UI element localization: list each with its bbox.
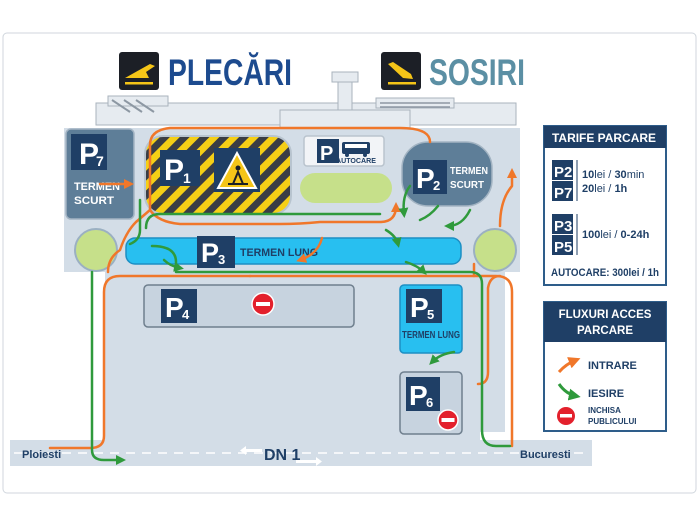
bus-code: P [320,143,333,165]
roundabout-east [473,228,517,272]
parking-p7[interactable]: P 7 TERMEN SCURT [65,128,135,220]
p5-sign [406,289,442,323]
p4-code: P [165,292,184,323]
city-ploiesti: Ploiesti [22,449,61,461]
p3-code: P [201,238,219,268]
p5-code: P [410,292,429,323]
road-name: DN 1 [264,447,301,464]
tariff-p2-badge [552,160,573,180]
bus-sign [317,139,339,163]
tariff-p3-code: P3 [554,218,572,235]
tariff-title: TARIFE PARCARE [552,133,656,145]
arrivals-heading: SOSIRI [381,52,525,93]
parking-p2[interactable]: P 2 TERMEN SCURT [401,141,493,207]
p2-label-line1: TERMEN [450,166,488,177]
no-entry-icon [437,409,459,431]
p2-label-line2: SCURT [450,180,484,191]
legend-closed-1: INCHISA [588,406,621,415]
direction-arrows [240,446,322,466]
roundabout-west [74,228,118,272]
p7-label-line2: SCURT [74,195,114,207]
parking-p1[interactable]: P 1 [144,135,292,215]
tariff-panel: TARIFE PARCARE P2 P7 10lei / 30min 20lei… [543,125,667,286]
tariff-line1: 10lei / 30min [582,169,644,181]
p2-sign [413,160,447,194]
p6-number: 6 [426,395,433,410]
departures-title: PLECĂRI [168,52,292,93]
p4-number: 4 [182,307,190,322]
exit-flow-paths [90,184,512,465]
departures-heading: PLECĂRI [119,52,292,93]
city-bucuresti: Bucuresti [520,449,571,461]
flow-legend-title-1: FLUXURI ACCES [559,309,652,321]
tariff-p5-code: P5 [554,239,572,256]
tariff-p7-badge [552,181,573,201]
bus-label: AUTOCARE [336,156,376,165]
p2-number: 2 [433,178,440,193]
building-detail-2 [380,102,450,108]
p7-code: P [79,138,99,171]
tariff-p5-badge [552,235,573,255]
building-detail [111,99,155,113]
no-entry-icon [251,292,275,316]
parking-bus[interactable]: P AUTOCARE [303,135,385,167]
road-works-icon [214,148,260,192]
parking-p5[interactable]: P 5 TERMEN LUNG [399,284,463,354]
p6-code: P [409,380,428,411]
entry-arrow-icon [557,357,581,374]
p7-sign [71,134,107,170]
plane-takeoff-icon [119,52,159,90]
tariff-line3: 100lei / 0-24h [582,229,650,241]
p5-number: 5 [427,307,434,322]
tariff-p3-badge [552,214,573,234]
tariff-line2: 20lei / 1h [582,183,628,195]
parking-p6[interactable]: P 6 [399,371,463,435]
legend-exit: IESIRE [588,388,624,400]
arrivals-title: SOSIRI [429,52,525,93]
parking-p4[interactable]: P 4 [143,284,355,328]
tariff-p2-code: P2 [554,164,572,181]
legend-closed-2: PUBLICULUI [588,417,636,426]
tariff-p7-code: P7 [554,185,572,202]
no-entry-icon [557,407,575,425]
p6-sign [406,377,440,411]
plane-landing-icon [381,52,421,90]
flow-legend-panel: FLUXURI ACCES PARCARE INTRARE IESIRE INC… [543,301,667,432]
tariff-bus: AUTOCARE: 300lei / 1h [551,267,659,279]
p4-sign [161,289,197,323]
bus-icon [342,142,370,157]
p5-label: TERMEN LUNG [402,330,460,341]
p2-code: P [416,163,435,194]
p1-sign [160,150,200,186]
p7-number: 7 [96,153,104,169]
p3-number: 3 [218,252,225,267]
flow-legend-title-2: PARCARE [577,325,633,337]
legend-entry: INTRARE [588,360,637,372]
p1-code: P [164,154,184,187]
p1-number: 1 [183,170,191,186]
exit-arrow-icon [557,383,581,401]
p3-sign [197,236,235,268]
green-area [300,173,392,203]
